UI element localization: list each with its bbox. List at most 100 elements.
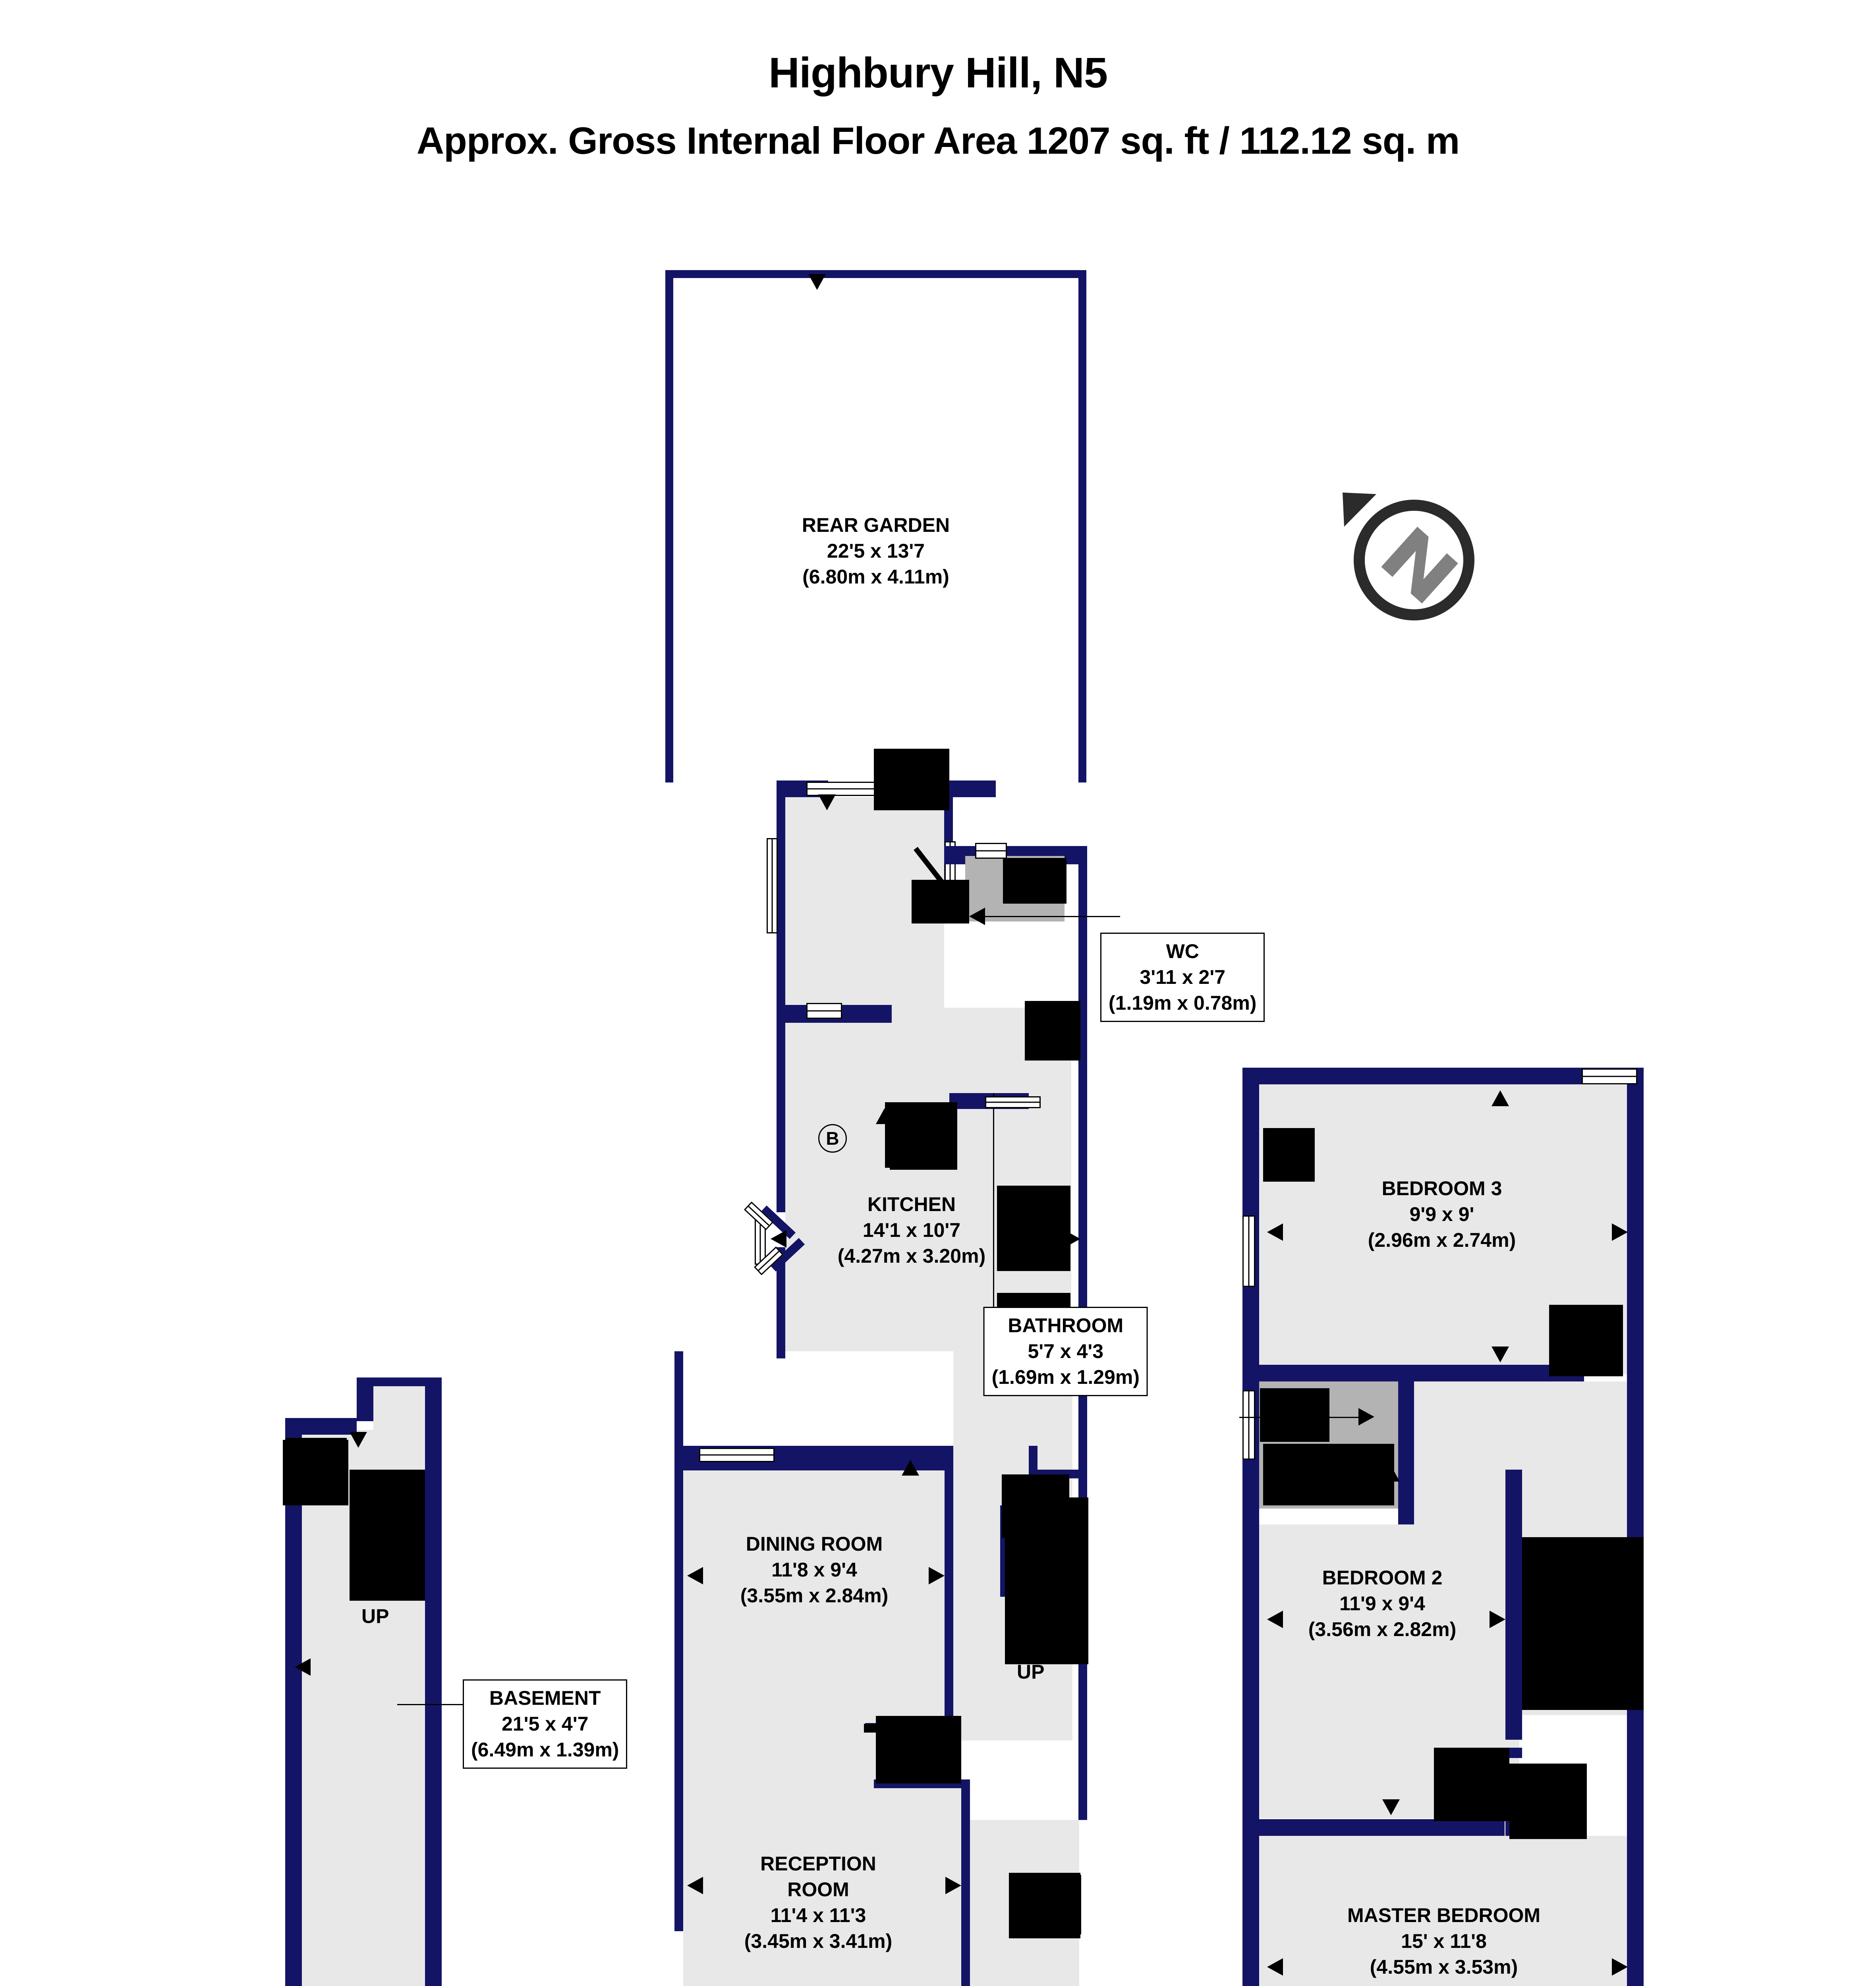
hall-stub-wall-2 bbox=[1029, 1446, 1037, 1478]
kitchen-counter-edge bbox=[993, 1093, 994, 1351]
garden-wall-top bbox=[665, 270, 1086, 278]
basement-stair-well bbox=[373, 1386, 425, 1438]
basement-stairs-icon bbox=[350, 1470, 425, 1601]
bedroom3-dim-arrow-bottom bbox=[1492, 1347, 1509, 1362]
kitchen-dim-arrow-top bbox=[876, 1108, 893, 1124]
compass-rose bbox=[1339, 489, 1478, 624]
master-wall-left bbox=[1242, 1836, 1259, 1986]
master-dim-arrow-left bbox=[1267, 1958, 1283, 1976]
bathroom-leader-line bbox=[1239, 1417, 1358, 1418]
rear-ext-wall-left bbox=[777, 797, 785, 1028]
bedroom2-wall-bottom bbox=[1242, 1819, 1505, 1836]
basement-dim-arrow-left bbox=[295, 1658, 311, 1676]
bedroom3-dim-arrow-top bbox=[1492, 1090, 1509, 1106]
kitchen-dim-arrow-left bbox=[771, 1230, 786, 1248]
door-swing-basement bbox=[283, 1440, 348, 1505]
bedroom3-wall-bottom bbox=[1242, 1365, 1584, 1381]
master-floor bbox=[1259, 1836, 1628, 1986]
dining-dim-arrow-left bbox=[687, 1567, 703, 1584]
page-title: Highbury Hill, N5 bbox=[768, 48, 1108, 97]
bathroom-wall-right bbox=[1398, 1381, 1415, 1524]
window-bedroom3-top bbox=[1582, 1068, 1637, 1084]
window-dining-top bbox=[699, 1448, 775, 1462]
window-rear-ext-left bbox=[767, 838, 778, 933]
wc-wall-right bbox=[1078, 846, 1087, 945]
door-swing-wc bbox=[912, 880, 969, 923]
bedroom2-dim-arrow-right bbox=[1490, 1611, 1505, 1628]
door-swing-hall-1 bbox=[1002, 1474, 1069, 1538]
compass-icon bbox=[1343, 493, 1474, 620]
dining-dim-arrow-right bbox=[929, 1567, 945, 1584]
room-label-master: MASTER BEDROOM 15' x 11'8 (4.55m x 3.53m… bbox=[1347, 1904, 1541, 1978]
door-swing-entrance bbox=[1009, 1873, 1080, 1938]
dining-wall-right bbox=[945, 1446, 953, 1724]
bedroom2-wall-right bbox=[1505, 1470, 1522, 1740]
basement-wall-left-upper bbox=[285, 1422, 302, 1986]
bedroom3-wall-top bbox=[1242, 1068, 1644, 1084]
basement-leader-line bbox=[397, 1704, 473, 1705]
callout-bathroom: BATHROOM 5'7 x 4'3 (1.69m x 1.29m) bbox=[983, 1307, 1148, 1396]
dining-dim-arrow-top bbox=[902, 1460, 919, 1476]
lobby-wall-left bbox=[777, 1008, 785, 1093]
wc-toilet-icon bbox=[1003, 858, 1066, 904]
bedroom2-dim-arrow-left bbox=[1267, 1611, 1283, 1628]
lobby-wall-right bbox=[1078, 945, 1087, 1093]
basement-wall-right bbox=[425, 1378, 442, 1986]
reception-dim-arrow-left bbox=[687, 1877, 703, 1894]
kitchen-sink-icon bbox=[997, 1186, 1070, 1271]
door-swing-rear-ext bbox=[874, 749, 949, 810]
lobby-sink-icon bbox=[1025, 1001, 1080, 1061]
callout-wc: WC 3'11 x 2'7 (1.19m x 0.78m) bbox=[1100, 933, 1265, 1022]
window-kitchen-top bbox=[985, 1096, 1041, 1108]
door-swing-bedroom2 bbox=[1434, 1748, 1509, 1821]
room-label-kitchen: KITCHEN 14'1 x 10'7 (4.27m x 3.20m) bbox=[837, 1193, 986, 1267]
bedroom2-dim-arrow-top bbox=[1382, 1466, 1400, 1482]
room-label-dining: DINING ROOM 11'8 x 9'4 (3.55m x 2.84m) bbox=[740, 1533, 889, 1607]
garden-wall-right bbox=[1078, 270, 1086, 782]
callout-basement: BASEMENT 21'5 x 4'7 (6.49m x 1.39m) bbox=[463, 1679, 628, 1769]
stairs-up-basement-label: UP bbox=[361, 1605, 389, 1627]
door-swing-reception bbox=[876, 1716, 961, 1783]
basement-dim-arrow-top bbox=[350, 1432, 367, 1448]
garden-wall-left bbox=[665, 270, 673, 782]
window-bathroom-left bbox=[1242, 1390, 1255, 1460]
stairs-up-ground-label: UP bbox=[1017, 1661, 1045, 1683]
reception-dim-arrow-right bbox=[945, 1877, 961, 1894]
reception-wall-right bbox=[961, 1779, 970, 1986]
boiler-marker: B bbox=[818, 1124, 847, 1153]
master-wall-right bbox=[1627, 1836, 1644, 1986]
bathroom-dim-arrow bbox=[1358, 1408, 1374, 1426]
dining-wall-left bbox=[674, 1351, 683, 1931]
kitchen-wall-left-lower bbox=[777, 1247, 785, 1358]
window-wc bbox=[975, 843, 1007, 859]
master-dim-arrow-right bbox=[1612, 1958, 1628, 1976]
page-subtitle: Approx. Gross Internal Floor Area 1207 s… bbox=[416, 120, 1460, 162]
window-bedroom3-left bbox=[1242, 1215, 1255, 1287]
door-swing-kitchen-top bbox=[890, 1102, 957, 1170]
kitchen-wall-left-upper bbox=[777, 1093, 785, 1212]
room-label-bedroom3: BEDROOM 3 9'9 x 9' (2.96m x 2.74m) bbox=[1368, 1177, 1516, 1251]
garden-dim-arrow-top bbox=[808, 274, 826, 290]
wc-leader-line bbox=[981, 916, 1120, 917]
bedroom3-wall-right bbox=[1627, 1068, 1644, 1381]
bathroom-bath-icon bbox=[1263, 1444, 1394, 1505]
bedroom2-dim-arrow-bottom bbox=[1382, 1799, 1400, 1815]
bedroom3-basin-icon bbox=[1263, 1128, 1315, 1182]
window-lobby-left bbox=[806, 1003, 842, 1019]
bedroom2-wall-left bbox=[1242, 1524, 1259, 1838]
rear-ext-dim-arrow bbox=[818, 794, 836, 810]
bedroom3-dim-arrow-left bbox=[1267, 1223, 1283, 1241]
dining-floor bbox=[683, 1470, 953, 1733]
bedroom3-dim-arrow-right bbox=[1612, 1223, 1628, 1241]
basement-wall-head-left bbox=[357, 1377, 373, 1421]
kitchen-wall-right bbox=[1078, 1093, 1087, 1351]
door-swing-bedroom3 bbox=[1549, 1305, 1621, 1376]
room-label-reception: RECEPTION ROOM 11'4 x 11'3 (3.45m x 3.41… bbox=[744, 1853, 893, 1952]
boiler-marker-label: B bbox=[826, 1128, 839, 1149]
door-swing-master bbox=[1509, 1764, 1587, 1839]
room-label-rear-garden: REAR GARDEN 22'5 x 13'7 (6.80m x 4.11m) bbox=[802, 514, 950, 588]
bathroom-toilet-icon bbox=[1260, 1388, 1329, 1442]
first-floor-stairs-icon bbox=[1505, 1537, 1644, 1710]
basement-wall-top bbox=[285, 1418, 357, 1435]
